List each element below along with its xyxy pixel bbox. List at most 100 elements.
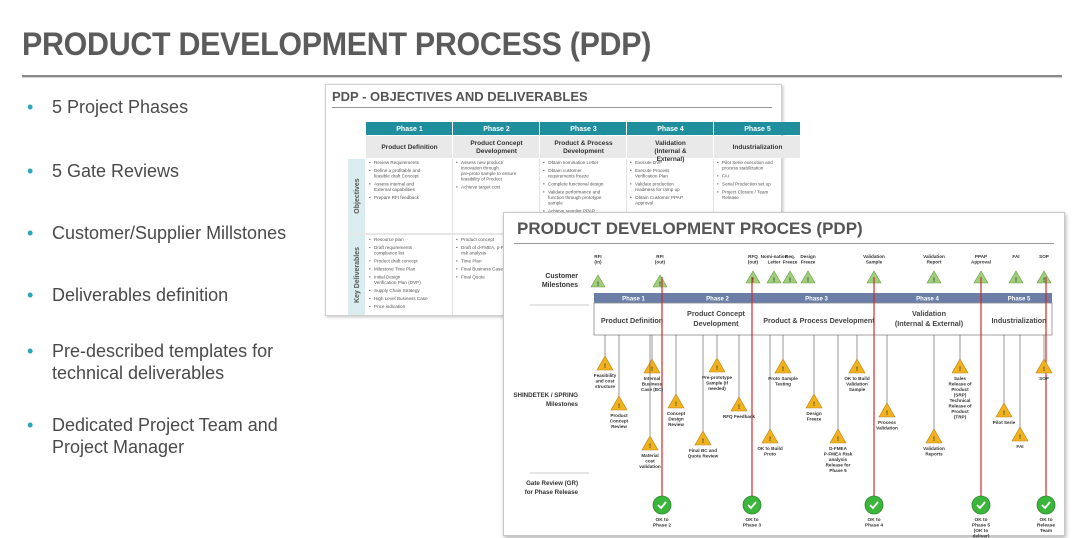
deliverable-text: High Level Business Case: [374, 296, 428, 301]
supplier-milestone-label: Sales: [954, 376, 966, 381]
objective-bullet-icon: •: [456, 185, 458, 190]
objective-text: function through prototype: [548, 195, 602, 200]
objective-bullet-icon: •: [369, 168, 371, 173]
deliverable-text: Draft of d-FMEA, p-FMEA,: [461, 245, 515, 250]
supplier-milestone-label: structure: [595, 384, 615, 389]
deliverable-text: Verification Plan (DVP): [374, 280, 421, 285]
phase-name-label: Industrialization: [733, 144, 783, 151]
bullet-item: • Customer/Supplier Millstones: [22, 222, 352, 244]
gate-label: Phase 4: [865, 523, 883, 529]
milestone-warning-mark: !: [1003, 411, 1005, 417]
objective-text: sample: [548, 201, 563, 206]
objective-text: Assess internal and: [374, 182, 415, 187]
bullet-dot-icon: •: [27, 223, 34, 243]
objective-text: External capabilities: [374, 187, 416, 192]
deliverable-bullet-icon: •: [456, 245, 458, 250]
gate-label: Team: [1040, 528, 1052, 534]
gate-check-mark: [869, 501, 879, 510]
objective-text: readiness for ramp up: [635, 187, 680, 192]
objective-bullet-icon: •: [543, 182, 545, 187]
deliverable-bullet-icon: •: [369, 296, 371, 301]
customer-milestone-label: Sample: [866, 260, 883, 265]
supplier-milestone-label: Case (BC): [641, 387, 663, 392]
deliverable-text: Product draft concept: [374, 259, 418, 264]
customer-milestone-label: (in): [594, 260, 602, 265]
objective-bullet-icon: •: [630, 168, 632, 173]
phase-band-label: Phase 2: [706, 297, 729, 303]
gate-label: OK to: [655, 517, 668, 523]
objective-text: Execute DVP: [635, 160, 662, 165]
supplier-milestone-label: Design: [668, 417, 684, 422]
objective-text: feasible draft Concept: [374, 174, 419, 179]
deliverable-bullet-icon: •: [369, 267, 371, 272]
supplier-milestone-label: Final BC and: [689, 448, 717, 453]
objective-text: Serial Production set up: [722, 182, 771, 187]
supplier-milestone-label: Review: [668, 422, 684, 427]
phase-name-cell: [540, 136, 626, 158]
customer-milestone-label: Freeze: [801, 260, 816, 265]
milestone-warning-icon: [774, 358, 792, 374]
bullet-text: Dedicated Project Team and Project Manag…: [52, 415, 278, 457]
milestone-warning-icon: [878, 402, 896, 418]
supplier-milestone-label: Business: [642, 382, 663, 387]
milestone-warning-mark: !: [1015, 278, 1017, 284]
objective-text: pre-proto sample to ensure: [461, 171, 517, 176]
objective-bullet-icon: •: [630, 195, 632, 200]
milestone-warning-icon: [641, 435, 659, 451]
gate-label: OK to: [974, 517, 987, 523]
phase-name-label: Product & Process Development: [763, 316, 875, 325]
gate-label: OK to: [1039, 517, 1052, 523]
supplier-milestone-label: Phase 5: [829, 468, 847, 473]
milestone-warning-mark: !: [604, 364, 606, 370]
bullet-text: Customer/Supplier Millstones: [52, 223, 287, 243]
bullet-item: •Pre-described templates for technical d…: [22, 340, 322, 384]
deliverable-bullet-icon: •: [369, 259, 371, 264]
gate-check-icon: [864, 495, 884, 515]
milestone-warning-mark: !: [716, 366, 718, 372]
phase-band: [594, 293, 1052, 303]
gate-label: (OK to: [974, 528, 989, 534]
gate-label: Phase 2: [653, 523, 671, 529]
milestone-warning-mark: !: [618, 404, 620, 410]
supplier-milestone-label: (SRP): [954, 393, 967, 398]
objective-text: Review Requirements: [374, 160, 420, 165]
process-slide-title: PRODUCT DEVELOPMENT PROCES (PDP): [517, 219, 863, 238]
milestone-warning-icon: [694, 430, 712, 446]
milestone-warning-mark: !: [702, 439, 704, 445]
deliverable-text: Product concept: [461, 237, 495, 242]
phase-header-label: Phase 1: [396, 126, 423, 133]
phase-header-label: Phase 2: [483, 126, 510, 133]
milestone-warning-mark: !: [837, 437, 839, 443]
objective-bullet-icon: •: [630, 160, 632, 165]
supplier-milestone-label: Testing: [775, 382, 791, 387]
deliverable-text: Milestone Time Plan: [374, 267, 416, 272]
supplier-milestone-label: Proto: [764, 452, 776, 457]
milestone-warning-mark: !: [659, 282, 661, 288]
milestone-warning-mark: !: [933, 437, 935, 443]
milestone-warning-mark: !: [1043, 278, 1045, 284]
process-slide-rule: [514, 243, 1054, 244]
objective-text: Project Closure / Team: [722, 190, 769, 195]
deliverable-bullet-icon: •: [456, 267, 458, 272]
supplier-milestone-label: Material: [641, 453, 658, 458]
deliverable-text: Final Quote: [461, 275, 485, 280]
phase-header-cell: [540, 122, 626, 135]
milestone-warning-mark: !: [738, 405, 740, 411]
objective-text: requirements freeze: [548, 174, 589, 179]
row-label-customer: Milestones: [542, 282, 578, 289]
phase-band-label: Phase 1: [622, 297, 645, 303]
bullet-text: 5 Gate Reviews: [52, 161, 180, 181]
objective-text: Complete functional design: [548, 182, 604, 187]
objective-bullet-icon: •: [717, 182, 719, 187]
supplier-milestone-label: Release of: [949, 382, 972, 387]
milestone-warning-icon: [667, 393, 685, 409]
objective-text: Obtain nomination Letter: [548, 160, 599, 165]
customer-milestone-label: RFI: [656, 254, 663, 259]
customer-milestone-label: Approval: [971, 260, 991, 265]
supplier-milestone-label: analysis: [829, 457, 848, 462]
supplier-milestone-label: Product: [610, 413, 628, 418]
supplier-milestone-label: Validation: [876, 426, 898, 431]
gate-label: Release: [1037, 523, 1055, 529]
supplier-milestone-label: Concept: [667, 411, 686, 416]
objective-bullet-icon: •: [543, 190, 545, 195]
